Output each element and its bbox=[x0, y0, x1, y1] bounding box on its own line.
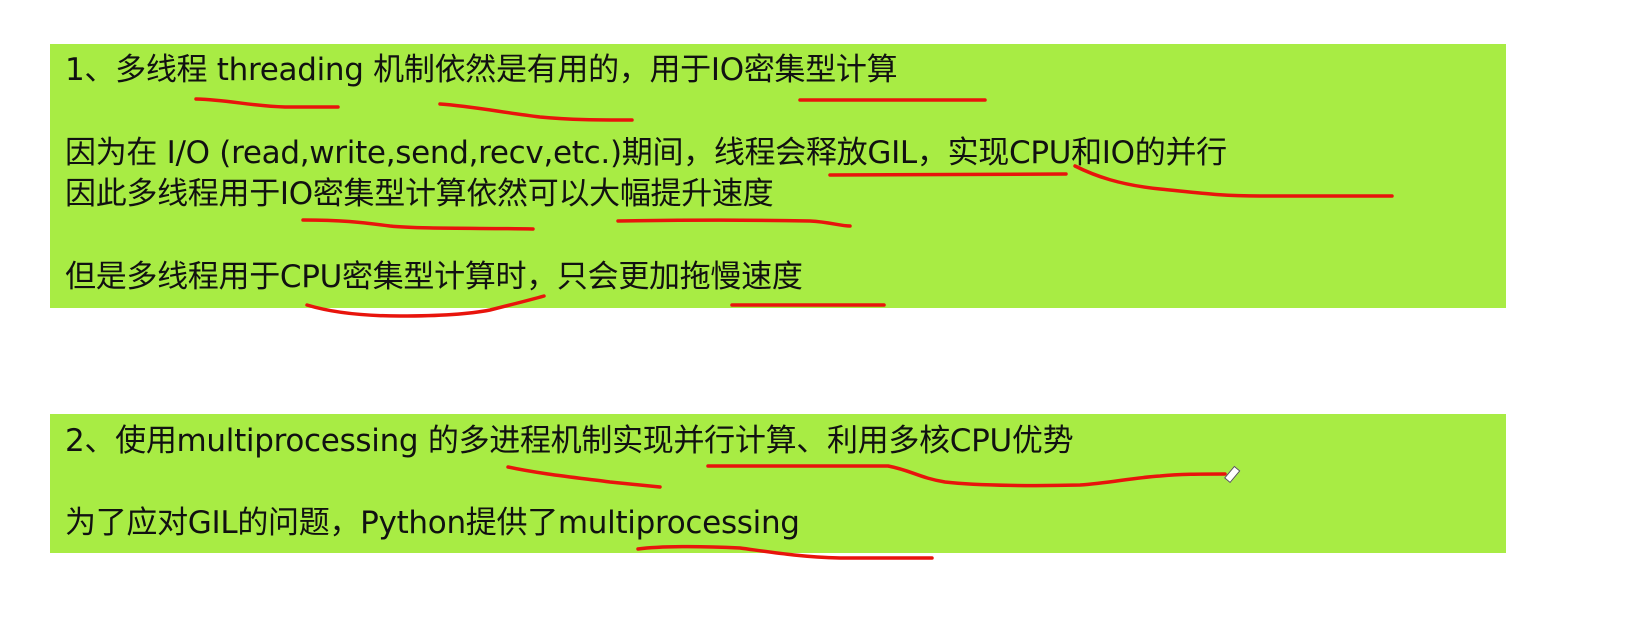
text-line: 为了应对GIL的问题，Python提供了multiprocessing bbox=[65, 505, 800, 541]
text-line: 因此多线程用于IO密集型计算依然可以大幅提升速度 bbox=[65, 176, 774, 212]
section-heading: 2、使用multiprocessing 的多进程机制实现并行计算、利用多核CPU… bbox=[65, 423, 1074, 459]
section-threading: 1、多线程 threading 机制依然是有用的，用于IO密集型计算 因为在 I… bbox=[50, 44, 1506, 308]
text-line: 但是多线程用于CPU密集型计算时，只会更加拖慢速度 bbox=[65, 259, 803, 295]
section-heading: 1、多线程 threading 机制依然是有用的，用于IO密集型计算 bbox=[65, 52, 898, 88]
section-multiprocessing: 2、使用multiprocessing 的多进程机制实现并行计算、利用多核CPU… bbox=[50, 414, 1506, 553]
text-line: 因为在 I/O (read,write,send,recv,etc.)期间，线程… bbox=[65, 135, 1227, 171]
